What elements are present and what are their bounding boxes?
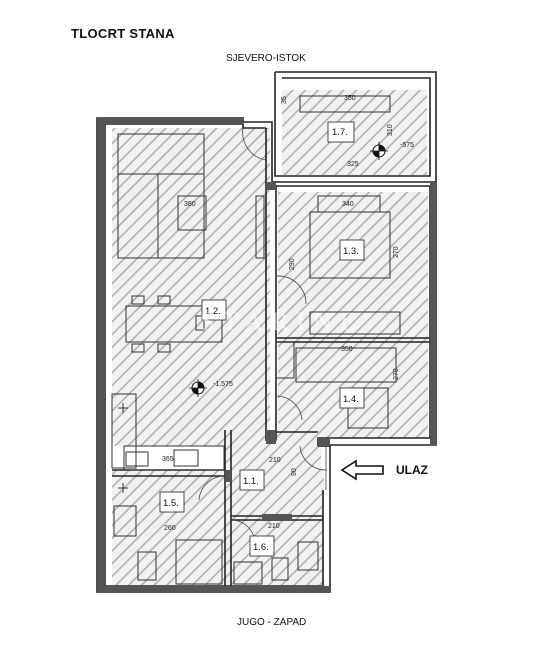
dim-310: 310	[387, 124, 394, 136]
dim-270-r13: 270	[393, 246, 400, 258]
dim-350-r14: 350	[341, 346, 353, 353]
dim-90: 90	[291, 468, 298, 476]
room-label-1-1: 1.1.	[243, 476, 259, 487]
wall-solid-fills	[97, 118, 436, 592]
entry-label: ULAZ	[396, 463, 428, 477]
dining-table	[125, 305, 223, 343]
furniture	[111, 95, 401, 585]
cross-marker-icon	[118, 403, 128, 493]
washing-machine	[113, 505, 137, 537]
dim-1575: -1.575	[213, 381, 233, 388]
orientation-south-label: JUGO - ZAPAD	[237, 617, 307, 628]
dim-290: 290	[289, 258, 296, 270]
dim-380: 380	[184, 201, 196, 208]
level-marker-icon	[189, 379, 207, 397]
dim-35: 35	[281, 96, 288, 104]
watermark: STARINE	[200, 307, 364, 336]
toilet-2	[271, 557, 289, 581]
dim-270-r14: 270	[393, 368, 400, 380]
room-label-1-6: 1.6.	[253, 542, 269, 553]
sink	[233, 561, 263, 585]
orientation-north-label: SJEVERO-ISTOK	[226, 53, 306, 64]
boiler	[297, 541, 319, 571]
entry-arrow-icon	[340, 459, 384, 481]
bed-second	[295, 347, 397, 383]
room-label-1-2: 1.2.	[205, 306, 221, 317]
dim-350-top: 350	[344, 95, 356, 102]
level-marker-icon	[370, 142, 388, 160]
dim-365: 365	[162, 456, 174, 463]
room-labels: 1.7. 1.3. 1.2. 1.4. 1.1. 1.5. 1.6.	[159, 121, 365, 557]
room-label-1-3: 1.3.	[343, 246, 359, 257]
dim-260: 260	[164, 525, 176, 532]
coffee-table	[177, 195, 207, 231]
shower	[175, 539, 223, 585]
room-label-1-7: 1.7.	[332, 127, 348, 138]
dim-575-terrace: -575	[400, 142, 414, 149]
floor-areas	[112, 90, 428, 585]
room-label-1-5: 1.5.	[163, 498, 179, 509]
dim-325: 325	[347, 161, 359, 168]
dim-340: 340	[342, 201, 354, 208]
page-title: TLOCRT STANA	[71, 26, 175, 41]
dim-210-hall: 210	[269, 457, 281, 464]
doors	[198, 127, 327, 545]
dimension-texts: 350 -575 325 310 35 340 270 350 270 380 …	[162, 95, 414, 532]
dim-210-r16: 210	[268, 523, 280, 530]
toilet	[137, 551, 157, 581]
room-label-1-4: 1.4.	[343, 394, 359, 405]
